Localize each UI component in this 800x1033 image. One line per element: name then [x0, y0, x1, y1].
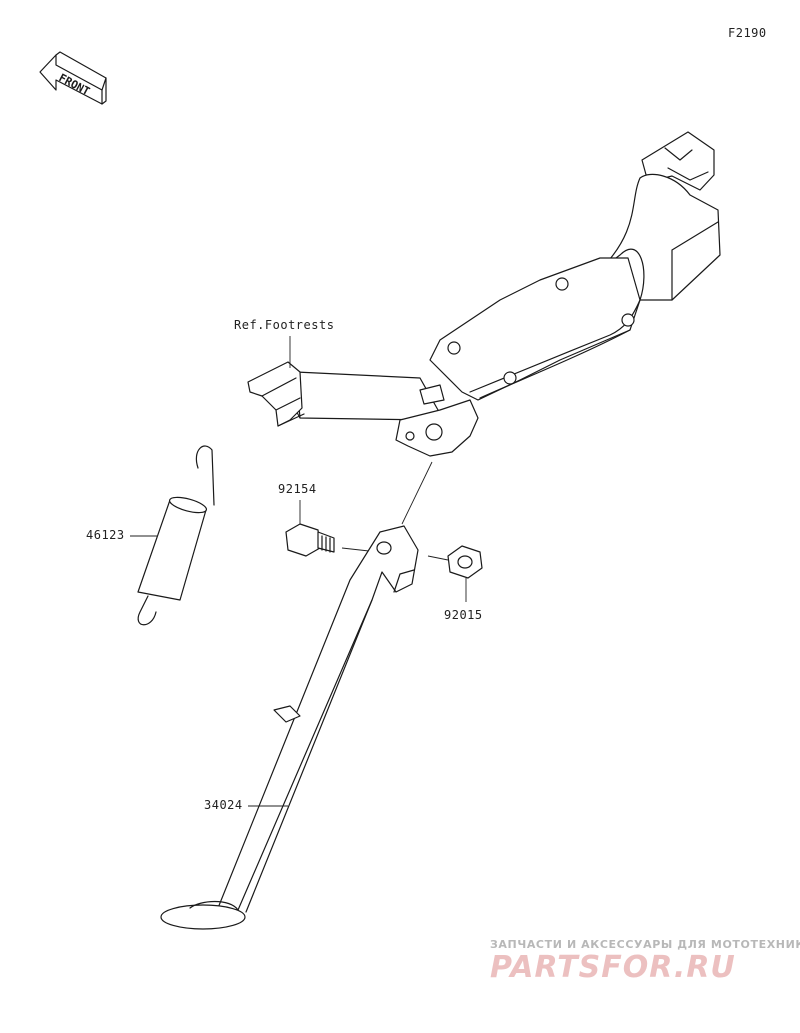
watermark-tagline: ЗАПЧАСТИ И АКСЕССУАРЫ ДЛЯ МОТОТЕХНИКИ — [490, 938, 800, 951]
label-92154: 92154 — [278, 482, 317, 496]
footrest-bracket-frame — [247, 131, 721, 457]
spring-part — [137, 445, 215, 626]
label-92015: 92015 — [444, 608, 483, 622]
front-arrow-icon: FRONT — [39, 51, 107, 105]
side-stand-part — [160, 525, 419, 930]
bolt-part — [285, 523, 335, 557]
label-ref-footrests: Ref.Footrests — [234, 318, 335, 332]
label-46123: 46123 — [86, 528, 125, 542]
watermark-brand-logo: PARTSFOR.RU — [490, 950, 736, 985]
nut-part — [447, 545, 483, 579]
figure-code: F2190 — [728, 26, 767, 40]
label-34024: 34024 — [204, 798, 243, 812]
